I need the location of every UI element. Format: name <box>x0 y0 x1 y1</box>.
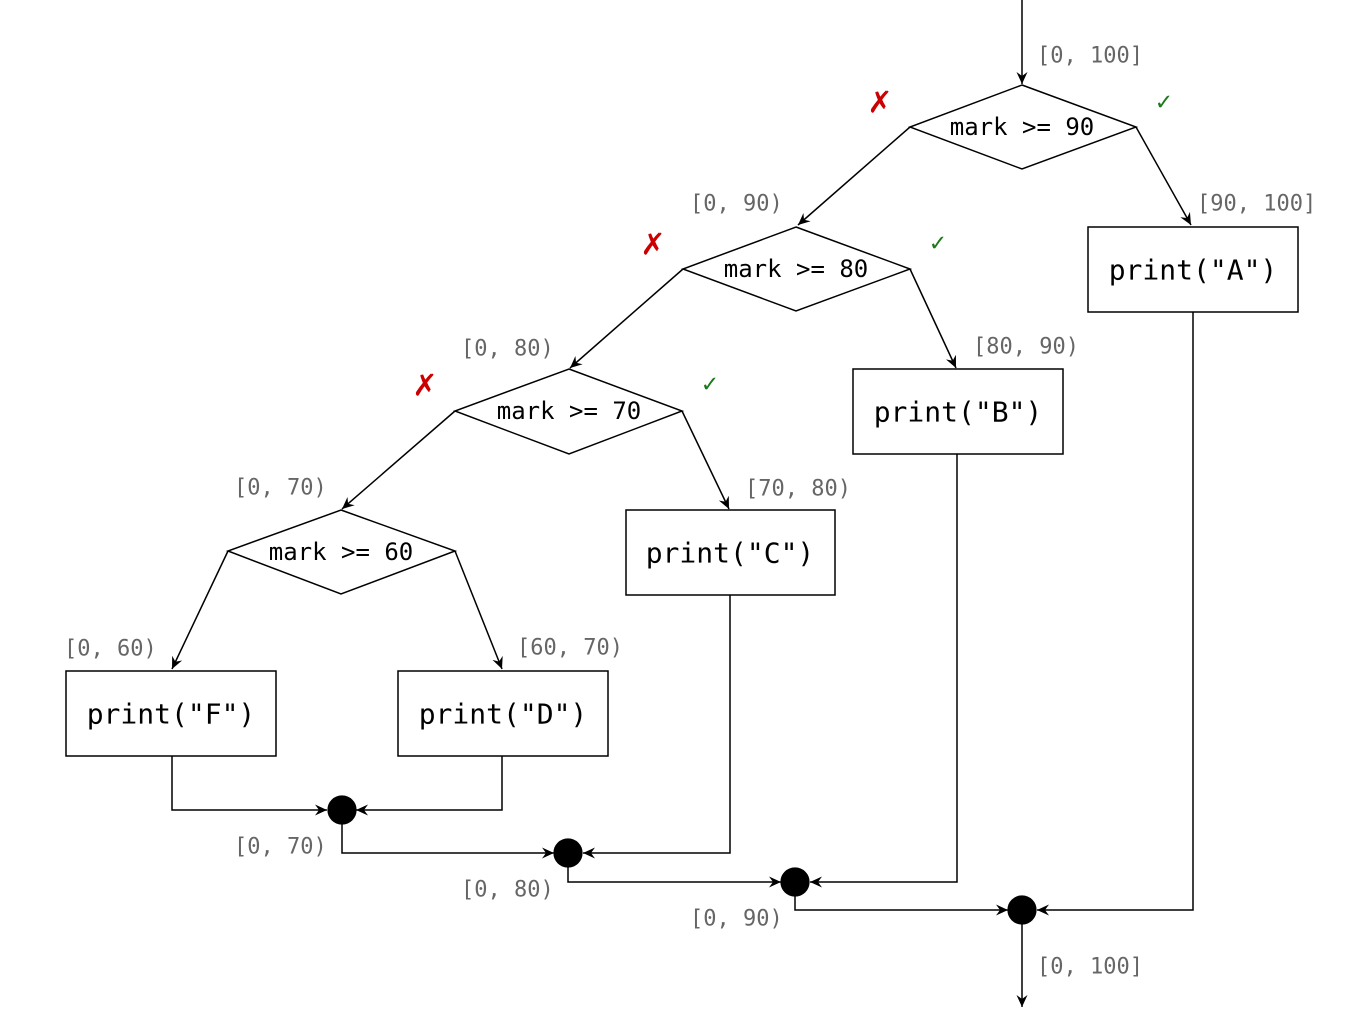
d80-false-arrow <box>569 268 684 369</box>
action-label: print("F") <box>87 698 256 731</box>
decision-condition-label: mark >= 60 <box>269 538 414 566</box>
range-label-merge80: [0, 80) <box>461 878 554 903</box>
d70-false-mark: ✗ <box>412 369 437 404</box>
d70-true-arrow <box>681 410 730 510</box>
d80-true-arrow <box>909 268 957 369</box>
decision-condition-label: mark >= 70 <box>497 397 642 425</box>
action-label: print("A") <box>1109 254 1278 287</box>
b-to-merge90-connector <box>810 454 958 888</box>
decision-condition-label: mark >= 80 <box>724 255 869 283</box>
merge70-to-merge80-connector <box>341 824 554 859</box>
action-label: print("D") <box>419 698 588 731</box>
action-print-d: print("D") <box>397 670 609 757</box>
d90-false-mark: ✗ <box>867 86 892 121</box>
decision-mark-60: mark >= 60 <box>225 509 458 595</box>
range-label-d60-false: [0, 60) <box>64 637 157 662</box>
range-label-d70-false: [0, 70) <box>234 476 327 501</box>
d80-true-mark: ✓ <box>929 232 947 257</box>
action-print-c: print("C") <box>625 509 836 596</box>
merge-point-90 <box>780 867 810 897</box>
range-label-merge90: [0, 90) <box>690 907 783 932</box>
decision-condition-label: mark >= 90 <box>950 113 1095 141</box>
merge-point-100 <box>1007 895 1037 925</box>
range-label-entry: [0, 100] <box>1037 44 1143 69</box>
range-label-d60-true: [60, 70) <box>517 636 623 661</box>
d90-false-arrow <box>797 126 911 226</box>
range-label-d90-true: [90, 100] <box>1197 192 1316 217</box>
merge80-to-merge90-connector <box>567 867 781 888</box>
merge90-to-merge100-connector <box>794 896 1008 916</box>
range-label-d80-false: [0, 80) <box>461 337 554 362</box>
d80-false-mark: ✗ <box>640 228 665 263</box>
d90-true-arrow <box>1135 126 1192 226</box>
decision-mark-70: mark >= 70 <box>452 368 685 455</box>
range-label-d90-false: [0, 90) <box>690 192 783 217</box>
d60-true-arrow <box>454 550 503 670</box>
action-label: print("C") <box>646 537 815 570</box>
range-label-merge70: [0, 70) <box>234 835 327 860</box>
d60-false-arrow <box>171 550 229 670</box>
merge-point-70 <box>327 795 357 825</box>
d70-false-arrow <box>341 410 456 510</box>
f-to-merge70-connector <box>171 755 327 816</box>
d-to-merge70-connector <box>356 755 503 816</box>
d90-true-mark: ✓ <box>1155 91 1173 116</box>
a-to-merge100-connector <box>1037 312 1194 916</box>
decision-mark-90: mark >= 90 <box>907 84 1139 170</box>
c-to-merge80-connector <box>583 595 731 859</box>
range-label-d80-true: [80, 90) <box>973 335 1079 360</box>
action-print-f: print("F") <box>65 670 277 757</box>
d70-true-mark: ✓ <box>701 373 719 398</box>
range-label-d70-true: [70, 80) <box>745 477 851 502</box>
action-label: print("B") <box>874 396 1043 429</box>
merge-point-80 <box>553 838 583 868</box>
decision-mark-80: mark >= 80 <box>680 226 913 312</box>
range-label-exit: [0, 100] <box>1037 955 1143 980</box>
action-print-b: print("B") <box>852 368 1064 455</box>
action-print-a: print("A") <box>1087 226 1299 313</box>
